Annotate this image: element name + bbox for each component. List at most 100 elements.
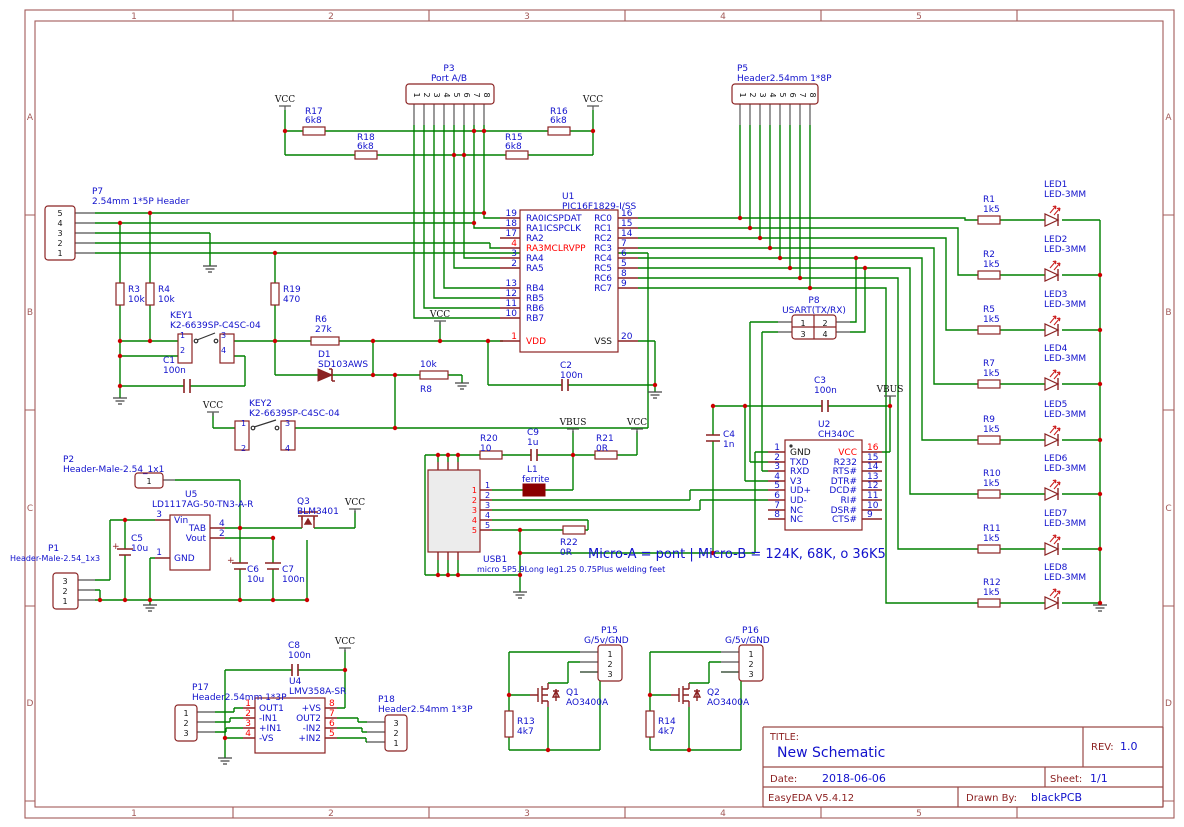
schematic-label: R20 — [480, 434, 498, 444]
p18-header[interactable] — [384, 714, 408, 752]
schematic-label: R15 — [505, 133, 523, 143]
p16-header[interactable] — [738, 644, 764, 682]
junction-dot — [117, 353, 123, 359]
junction-dot — [862, 265, 868, 271]
r2-body[interactable] — [977, 270, 1001, 280]
schematic-label: 4k7 — [517, 727, 534, 737]
schematic-label: 3 — [245, 719, 251, 729]
schematic-label: 4 — [285, 444, 290, 453]
r3-body[interactable] — [115, 282, 125, 306]
schematic-label: OUT2 — [296, 714, 321, 724]
r10-body[interactable] — [977, 489, 1001, 499]
junction-dot — [590, 128, 596, 134]
r9-body[interactable] — [977, 435, 1001, 445]
junction-dot — [517, 550, 523, 556]
p2-header[interactable] — [134, 472, 164, 489]
software-version: EasyEDA V5.4.12 — [768, 793, 854, 804]
schematic-label: RC2 — [594, 234, 612, 244]
r11-body[interactable] — [977, 544, 1001, 554]
schematic-label: RC1 — [594, 224, 612, 234]
r1-body[interactable] — [977, 215, 1001, 225]
schematic-label: 10k — [420, 360, 437, 370]
p15-header[interactable] — [597, 644, 623, 682]
u2-body[interactable] — [784, 439, 863, 531]
led6-symbol[interactable] — [1044, 479, 1061, 501]
junction-dot — [797, 275, 803, 281]
resistor-ref-label: R11 — [983, 524, 1001, 534]
c3-cap — [821, 400, 829, 412]
schematic-label: RC5 — [594, 264, 612, 274]
r16-body[interactable] — [547, 126, 571, 136]
key1-switch[interactable] — [177, 332, 235, 364]
led8-symbol[interactable] — [1044, 588, 1061, 610]
p3-header[interactable] — [405, 83, 495, 105]
q2-mosfet[interactable] — [678, 686, 702, 704]
q3-mosfet[interactable] — [298, 511, 318, 525]
schematic-label: 3 — [485, 501, 490, 510]
u4-body[interactable] — [254, 697, 326, 754]
key2-switch[interactable] — [234, 419, 296, 451]
junction-dot — [570, 452, 576, 458]
frame-column-label: 5 — [916, 12, 922, 22]
l1-ferrite-body[interactable] — [522, 483, 546, 497]
r6-body[interactable] — [310, 336, 340, 346]
ground-icon — [142, 604, 158, 612]
p5-header[interactable] — [731, 83, 819, 105]
r8-body[interactable] — [419, 370, 449, 380]
schematic-label: 3 — [285, 419, 290, 428]
r17-body[interactable] — [302, 126, 326, 136]
schematic-label: 19 — [506, 209, 518, 219]
r19-body[interactable] — [270, 282, 280, 306]
r15-body[interactable] — [505, 150, 529, 160]
net-flag-bar-icon — [339, 647, 351, 652]
led5-symbol[interactable] — [1044, 425, 1061, 447]
r12-body[interactable] — [977, 598, 1001, 608]
schematic-label: 100n — [163, 366, 186, 376]
r7-body[interactable] — [977, 379, 1001, 389]
p17-header[interactable] — [174, 704, 198, 742]
schematic-label: P8 — [808, 296, 819, 306]
p1-header[interactable] — [52, 572, 79, 610]
schematic-label: 2.54mm 1*5P Header — [92, 197, 190, 207]
schematic-label: 100n — [560, 371, 583, 381]
d1-diode[interactable] — [317, 368, 335, 382]
schematic-label: NC — [790, 506, 803, 516]
r14-body[interactable] — [645, 710, 655, 738]
ic-pin-stubs — [155, 217, 882, 739]
r21-body[interactable] — [594, 450, 618, 460]
led4-symbol[interactable] — [1044, 369, 1061, 391]
usb1-body[interactable] — [427, 469, 481, 553]
r13-body[interactable] — [504, 710, 514, 738]
schematic-label: 13 — [867, 472, 878, 482]
schematic-label: 2 — [422, 92, 431, 97]
frame-row-label: B — [1165, 308, 1171, 318]
schematic-label: 2 — [245, 709, 251, 719]
schematic-label: KEY2 — [249, 399, 272, 409]
r20-body[interactable] — [479, 450, 503, 460]
r22-body[interactable] — [562, 525, 586, 535]
p7-header[interactable] — [44, 205, 76, 261]
r4-body[interactable] — [145, 282, 155, 306]
date-label: Date: — [770, 774, 797, 785]
r18-body[interactable] — [354, 150, 378, 160]
q1-mosfet[interactable] — [537, 686, 561, 704]
schematic-label: 2 — [183, 719, 188, 728]
junction-dot — [737, 215, 743, 221]
led7-symbol[interactable] — [1044, 534, 1061, 556]
junction-dot — [304, 597, 310, 603]
led-part-label: LED-3MM — [1044, 573, 1086, 583]
schematic-label: 5 — [57, 209, 62, 218]
resistor-ref-label: R9 — [983, 415, 995, 425]
u5-body[interactable] — [169, 514, 211, 571]
led2-symbol[interactable] — [1044, 260, 1061, 282]
r5-body[interactable] — [977, 325, 1001, 335]
ground-icon — [217, 757, 233, 765]
schematic-label: 4 — [472, 516, 477, 525]
schematic-label: 1 — [472, 486, 477, 495]
led3-symbol[interactable] — [1044, 315, 1061, 337]
u1-body[interactable] — [519, 209, 619, 353]
schematic-label: Port A/B — [431, 74, 467, 84]
junction-dot — [747, 225, 753, 231]
led1-symbol[interactable] — [1044, 205, 1061, 227]
led-ref-label: LED5 — [1044, 400, 1067, 410]
